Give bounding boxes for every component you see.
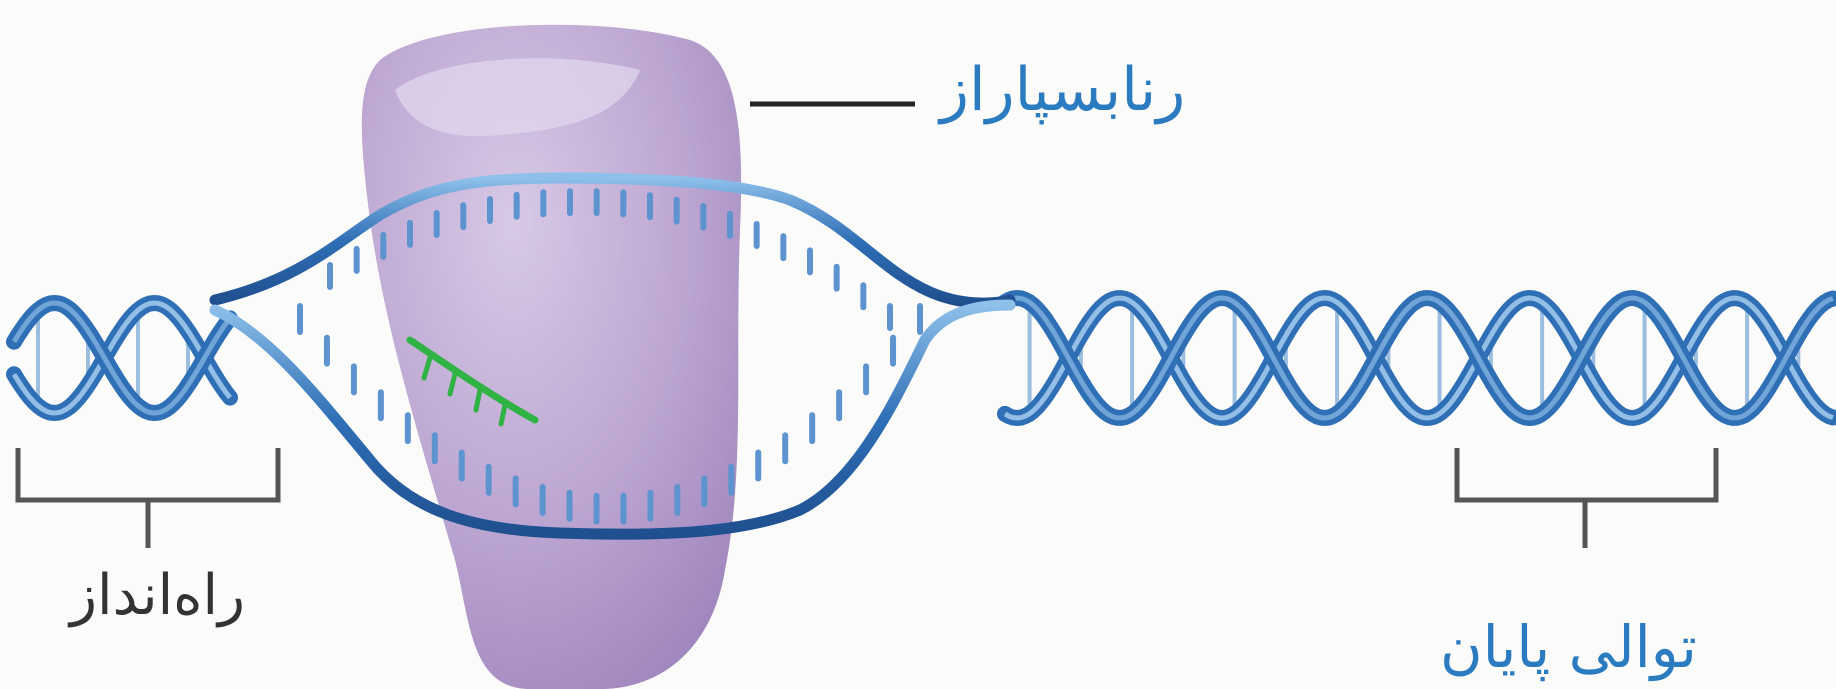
terminator-bracket: [1457, 448, 1716, 548]
dna-helix-left: [14, 303, 230, 413]
promoter-bracket: [18, 448, 278, 548]
terminator-sequence-label: توالی پایان: [1440, 618, 1697, 676]
promoter-label: راه‌انداز: [70, 568, 245, 624]
rna-polymerase-label: رنابسپاراز: [940, 60, 1185, 120]
dna-helix-right: [1005, 298, 1833, 418]
